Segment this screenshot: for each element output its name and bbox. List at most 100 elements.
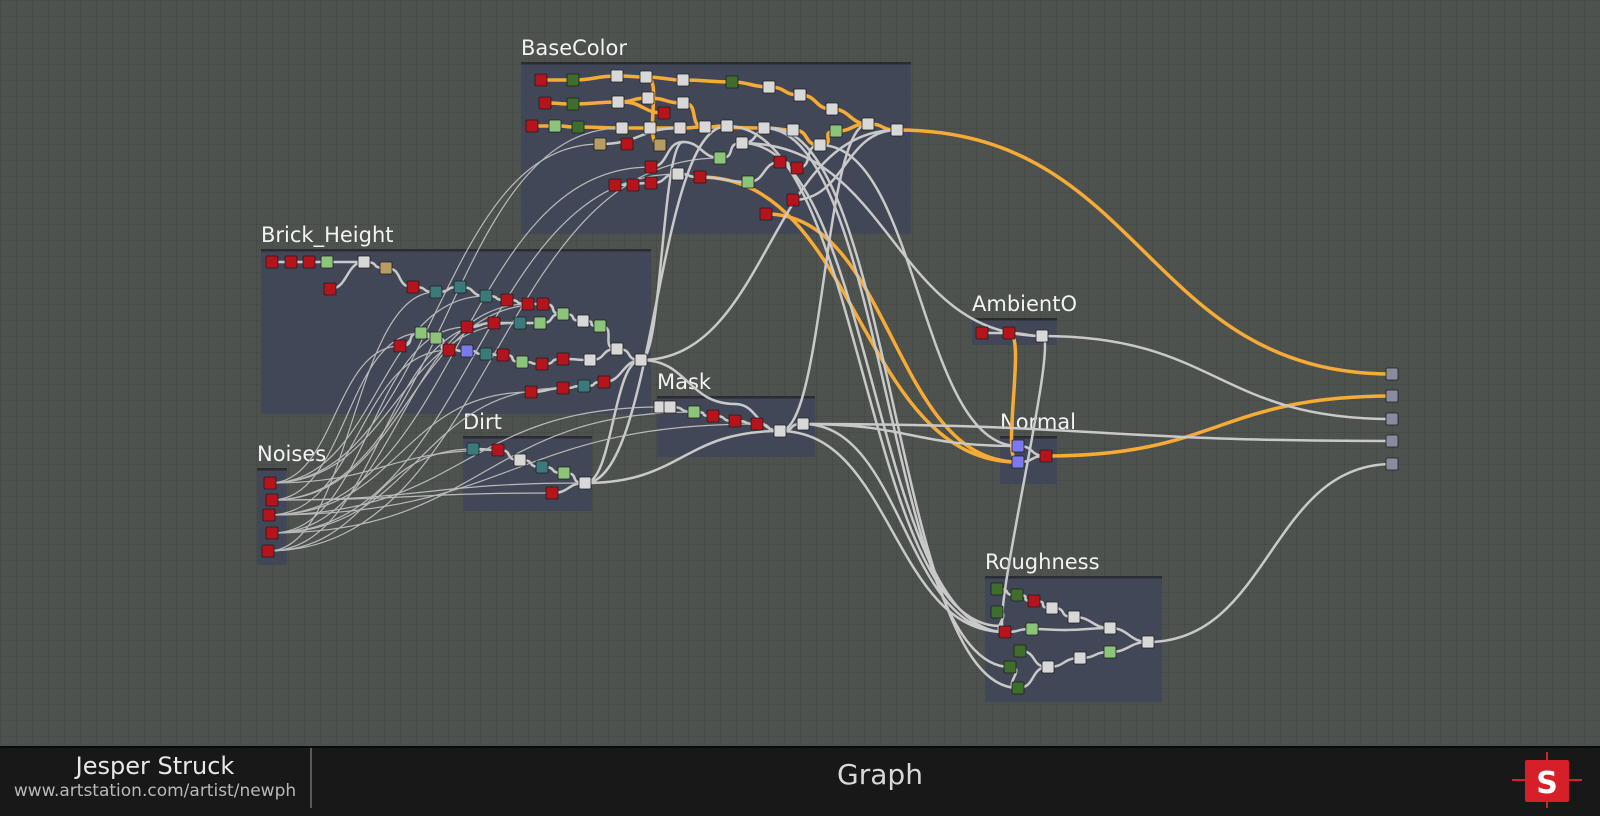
graph-node[interactable] xyxy=(673,121,687,135)
graph-node[interactable] xyxy=(634,353,648,367)
graph-node[interactable] xyxy=(593,319,607,333)
output-node[interactable] xyxy=(1385,412,1399,426)
connection-wire[interactable] xyxy=(639,358,737,406)
graph-node[interactable] xyxy=(597,375,611,389)
connection-wire[interactable] xyxy=(1044,394,1394,458)
graph-node[interactable] xyxy=(608,178,622,192)
connection-wire[interactable] xyxy=(271,411,695,534)
graph-node[interactable] xyxy=(479,347,493,361)
graph-node[interactable] xyxy=(1010,588,1024,602)
graph-node[interactable] xyxy=(466,442,480,456)
graph-node[interactable] xyxy=(460,344,474,358)
graph-node[interactable] xyxy=(1003,660,1017,674)
graph-node[interactable] xyxy=(1025,622,1039,636)
graph-node[interactable] xyxy=(479,289,493,303)
graph-node[interactable] xyxy=(576,314,590,328)
graph-node[interactable] xyxy=(706,409,720,423)
graph-node[interactable] xyxy=(990,605,1004,619)
graph-node[interactable] xyxy=(1141,635,1155,649)
connection-wire[interactable] xyxy=(271,173,679,534)
graph-node[interactable] xyxy=(571,120,585,134)
connection-wire[interactable] xyxy=(698,175,1020,464)
graph-node[interactable] xyxy=(524,385,538,399)
graph-node[interactable] xyxy=(713,151,727,165)
connection-wire[interactable] xyxy=(778,429,1007,634)
frame-roughness[interactable]: Roughness xyxy=(985,550,1162,702)
connection-wire[interactable] xyxy=(267,291,437,552)
connection-wire[interactable] xyxy=(269,345,401,484)
graph-node[interactable] xyxy=(284,255,298,269)
graph-node[interactable] xyxy=(265,255,279,269)
graph-node[interactable] xyxy=(265,493,279,507)
graph-node[interactable] xyxy=(720,119,734,133)
graph-node[interactable] xyxy=(687,405,701,419)
graph-node[interactable] xyxy=(566,97,580,111)
graph-node[interactable] xyxy=(357,255,371,269)
graph-node[interactable] xyxy=(593,137,607,151)
graph-node[interactable] xyxy=(265,526,279,540)
graph-node[interactable] xyxy=(975,326,989,340)
graph-node[interactable] xyxy=(442,343,456,357)
connection-wire[interactable] xyxy=(740,141,1044,338)
graph-node[interactable] xyxy=(379,261,393,275)
graph-node[interactable] xyxy=(829,124,843,138)
graph-node[interactable] xyxy=(320,255,334,269)
graph-node[interactable] xyxy=(676,73,690,87)
frame-mask[interactable]: Mask xyxy=(657,370,815,457)
graph-node[interactable] xyxy=(725,75,739,89)
graph-node[interactable] xyxy=(611,95,625,109)
graph-node[interactable] xyxy=(538,96,552,110)
graph-node[interactable] xyxy=(641,91,655,105)
connection-wire[interactable] xyxy=(583,358,643,485)
graph-node[interactable] xyxy=(515,355,529,369)
connection-wire[interactable] xyxy=(801,422,1007,634)
graph-node[interactable] xyxy=(429,285,443,299)
graph-node[interactable] xyxy=(653,138,667,152)
graph-node[interactable] xyxy=(534,73,548,87)
graph-node[interactable] xyxy=(796,417,810,431)
connection-wire[interactable] xyxy=(1040,334,1394,421)
graph-node[interactable] xyxy=(610,69,624,83)
graph-node[interactable] xyxy=(1103,645,1117,659)
graph-node[interactable] xyxy=(762,80,776,94)
connection-wire[interactable] xyxy=(818,143,1020,448)
graph-node[interactable] xyxy=(861,117,875,131)
graph-node[interactable] xyxy=(262,508,276,522)
connection-wire[interactable] xyxy=(778,122,870,433)
connection-wire[interactable] xyxy=(268,166,652,516)
graph-node[interactable] xyxy=(626,178,640,192)
graph-node[interactable] xyxy=(657,106,671,120)
graph-node[interactable] xyxy=(414,326,428,340)
graph-node[interactable] xyxy=(263,476,277,490)
graph-node[interactable] xyxy=(1035,329,1049,343)
graph-node[interactable] xyxy=(500,293,514,307)
graph-node[interactable] xyxy=(548,119,562,133)
connection-wire[interactable] xyxy=(583,124,729,485)
graph-node[interactable] xyxy=(545,486,559,500)
connection-wire[interactable] xyxy=(268,406,661,516)
connection-wire[interactable] xyxy=(271,303,544,501)
connection-wire[interactable] xyxy=(801,422,1020,448)
graph-node[interactable] xyxy=(990,582,1004,596)
graph-node[interactable] xyxy=(813,138,827,152)
connection-wire[interactable] xyxy=(268,349,450,516)
graph-node[interactable] xyxy=(487,316,501,330)
graph-node[interactable] xyxy=(1039,449,1053,463)
connection-wire[interactable] xyxy=(768,126,1020,690)
graph-node[interactable] xyxy=(639,70,653,84)
output-node[interactable] xyxy=(1385,389,1399,403)
frame-basecolor[interactable]: BaseColor xyxy=(521,36,911,234)
connection-wire[interactable] xyxy=(271,303,529,534)
output-node[interactable] xyxy=(1385,457,1399,471)
graph-node[interactable] xyxy=(698,120,712,134)
graph-node[interactable] xyxy=(610,342,624,356)
graph-node[interactable] xyxy=(513,453,527,467)
graph-node[interactable] xyxy=(261,544,275,558)
graph-node[interactable] xyxy=(1073,651,1087,665)
graph-node[interactable] xyxy=(786,123,800,137)
graph-node[interactable] xyxy=(323,282,337,296)
graph-node[interactable] xyxy=(728,414,742,428)
graph-node[interactable] xyxy=(1011,681,1025,695)
graph-node[interactable] xyxy=(644,176,658,190)
connection-wire[interactable] xyxy=(583,429,782,485)
